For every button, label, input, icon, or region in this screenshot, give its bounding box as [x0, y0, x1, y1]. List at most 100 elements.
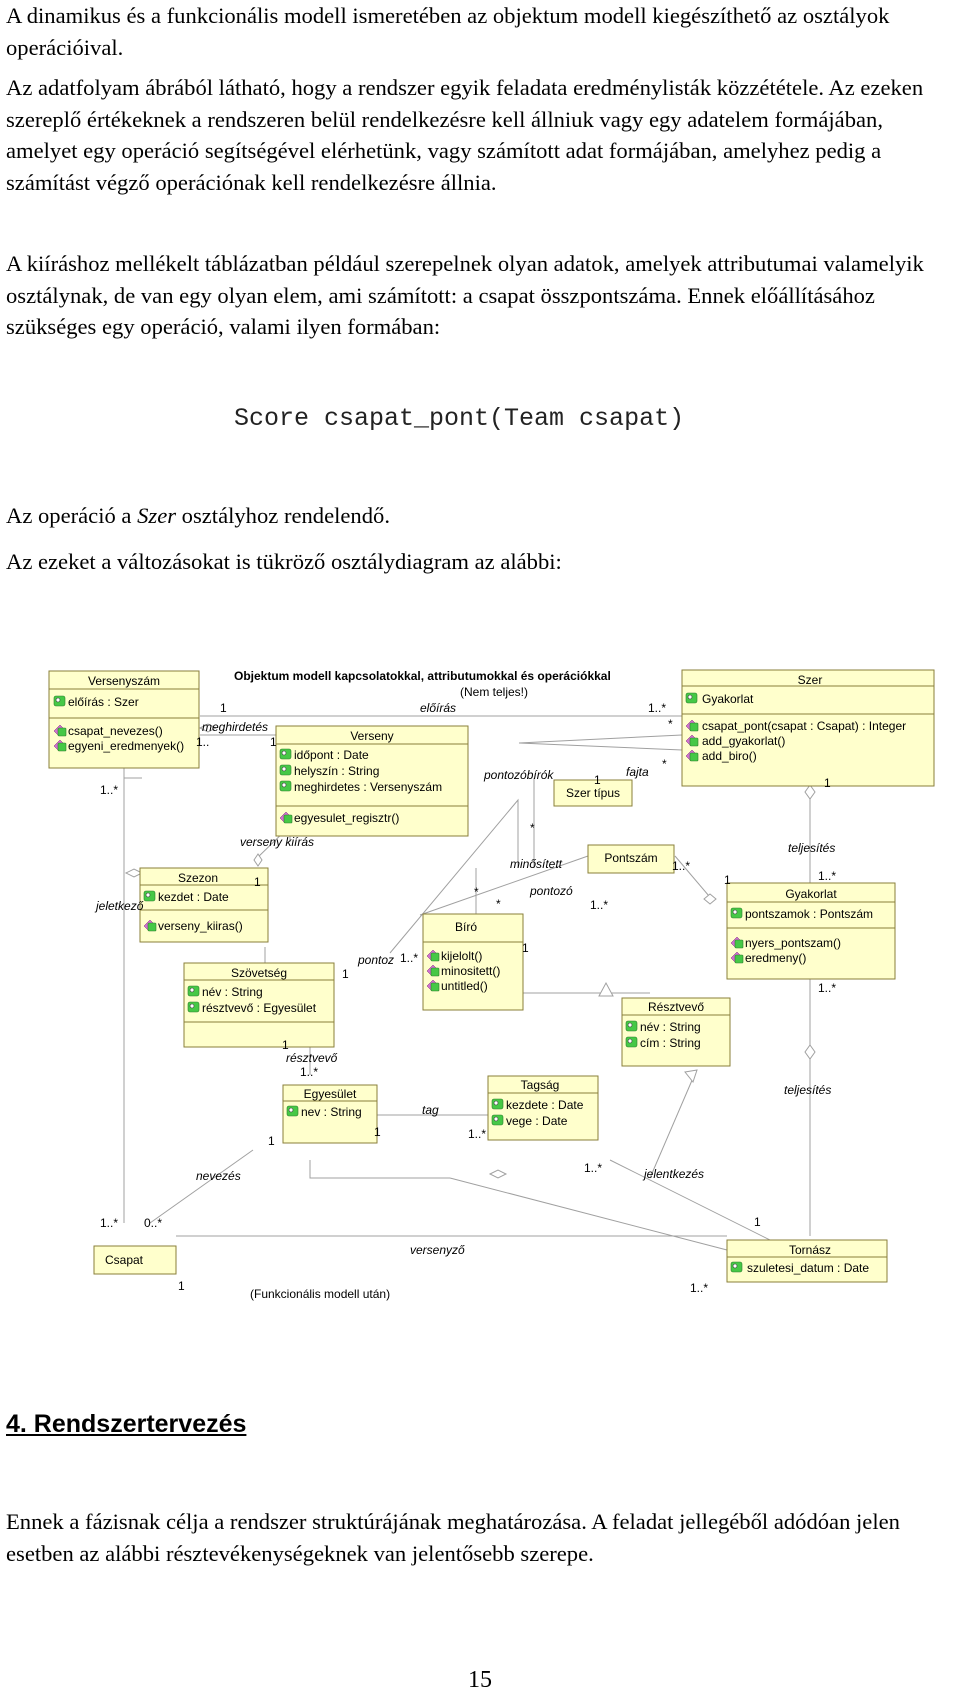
class-verseny[interactable]: Verseny időpont : Date helyszín : String…: [275, 725, 469, 837]
class-operation: nyers_pontszam(): [745, 936, 841, 950]
diagram-subtitle: (Nem teljes!): [460, 685, 528, 699]
diagram-footer: (Funkcionális modell után): [250, 1287, 390, 1301]
label-tag: tag: [422, 1103, 439, 1117]
label-teljesites-2: teljesítés: [784, 1083, 831, 1097]
label-jeletkezo: jeletkező: [94, 899, 144, 913]
multiplicity: 1..*: [584, 1161, 602, 1175]
class-attribute: időpont : Date: [294, 748, 369, 762]
multiplicity: 1..*: [818, 981, 836, 995]
multiplicity: 1..*: [590, 898, 608, 912]
class-operation: untitled(): [441, 979, 488, 993]
multiplicity: 1..*: [690, 1281, 708, 1295]
class-szer-tipus[interactable]: Szer típus: [553, 779, 633, 807]
label-nevezes: nevezés: [196, 1169, 241, 1183]
multiplicity: 1..*: [100, 783, 118, 797]
class-attribute: cím : String: [640, 1036, 701, 1050]
class-versenyszam[interactable]: Versenyszám előírás : Szer csapat_neveze…: [48, 670, 200, 769]
label-meghirdetes: meghirdetés: [202, 720, 268, 734]
multiplicity: 1..*: [100, 1216, 118, 1230]
class-operation: csapat_pont(csapat : Csapat) : Integer: [702, 719, 906, 733]
multiplicity: 1: [754, 1215, 761, 1229]
class-szezon[interactable]: Szezon kezdet : Date verseny_kiiras(): [139, 867, 269, 943]
class-resztvevo[interactable]: Résztvevő név : String cím : String: [621, 997, 731, 1067]
class-name: Bíró: [455, 920, 477, 934]
class-operation: eredmeny(): [745, 951, 806, 965]
class-szer[interactable]: Szer Gyakorlat csapat_pont(csapat : Csap…: [681, 669, 935, 787]
label-resztvevo: résztvevő: [286, 1051, 338, 1065]
class-biro[interactable]: Bíró kijelolt() minositett() untitled(): [422, 913, 524, 1011]
class-name: Versenyszám: [88, 674, 160, 688]
label-eloiras: előírás: [420, 701, 456, 715]
table-paragraph: A kiíráshoz mellékelt táblázatban példáu…: [6, 251, 924, 339]
multiplicity: 1..*: [648, 701, 666, 715]
class-operation: minositett(): [441, 964, 500, 978]
class-attribute: név : String: [640, 1020, 701, 1034]
class-szovetseg[interactable]: Szövetség név : String résztvevő : Egyes…: [183, 962, 335, 1048]
class-name: Szövetség: [231, 966, 287, 980]
class-attribute: pontszamok : Pontszám: [745, 907, 873, 921]
operation-note: Az operáció a Szer osztályhoz rendelendő…: [6, 500, 956, 532]
multiplicity: 1: [268, 1134, 275, 1148]
multiplicity: 1..*: [468, 1127, 486, 1141]
closing-paragraph: Ennek a fázisnak célja a rendszer strukt…: [6, 1509, 900, 1566]
class-operation: verseny_kiiras(): [158, 919, 243, 933]
class-attribute: résztvevő : Egyesület: [202, 1001, 317, 1015]
multiplicity: 1..*: [300, 1065, 318, 1079]
diagram-intro: Az ezeket a változásokat is tükröző oszt…: [6, 549, 562, 574]
class-attribute: helyszín : String: [294, 764, 379, 778]
class-name: Szer: [798, 673, 823, 687]
operation-note-before: Az operáció a: [6, 503, 138, 528]
class-name: Egyesület: [304, 1087, 357, 1101]
multiplicity: 1: [724, 873, 731, 887]
association-labels: előírás meghirdetés verseny kiírás jelet…: [94, 701, 835, 1301]
class-operation: csapat_nevezes(): [68, 724, 163, 738]
class-attribute: szuletesi_datum : Date: [747, 1261, 869, 1275]
class-attribute: meghirdetes : Versenyszám: [294, 780, 442, 794]
class-csapat[interactable]: Csapat: [93, 1245, 177, 1275]
multiplicity: 1: [824, 776, 831, 790]
class-tornasz[interactable]: Tornász szuletesi_datum : Date: [726, 1239, 888, 1283]
multiplicity: 1..*: [400, 951, 418, 965]
class-pontszam[interactable]: Pontszám: [587, 844, 675, 874]
label-jelentkezes: jelentkezés: [642, 1167, 704, 1181]
class-name: Résztvevő: [648, 1000, 704, 1014]
multiplicity: 1: [374, 1125, 381, 1139]
section-heading: 4. Rendszertervezés: [6, 1410, 247, 1438]
class-attribute: Gyakorlat: [702, 692, 754, 706]
class-name: Szer típus: [566, 786, 620, 800]
multiplicity: 1: [270, 735, 277, 749]
class-name: Tornász: [789, 1243, 831, 1257]
label-pontoz: pontoz: [357, 953, 394, 967]
class-operation: kijelolt(): [441, 949, 482, 963]
label-teljesites-1: teljesítés: [788, 841, 835, 855]
multiplicity: 1: [254, 875, 261, 889]
class-tagsag[interactable]: Tagság kezdete : Date vege : Date: [487, 1075, 599, 1141]
label-pontozobirok: pontozóbírók: [483, 768, 554, 782]
class-name: Tagság: [521, 1078, 560, 1092]
multiplicity: 1: [522, 941, 529, 955]
class-attribute: név : String: [202, 985, 263, 999]
class-gyakorlat[interactable]: Gyakorlat pontszamok : Pontszám nyers_po…: [726, 882, 896, 980]
class-attribute: vege : Date: [506, 1114, 568, 1128]
multiplicity: *: [530, 821, 535, 835]
multiplicity: 1: [178, 1279, 185, 1293]
class-operation: add_gyakorlat(): [702, 734, 785, 748]
class-attribute: kezdete : Date: [506, 1098, 584, 1112]
label-pontozo: pontozó: [529, 884, 573, 898]
multiplicity: 1..*: [818, 869, 836, 883]
label-minositett: minősített: [510, 857, 563, 871]
multiplicity: 1: [342, 967, 349, 981]
class-name: Verseny: [350, 729, 393, 743]
dataflow-paragraph: Az adatfolyam ábrából látható, hogy a re…: [6, 75, 924, 195]
class-operation: add_biro(): [702, 749, 757, 763]
label-verseny-kiiras: verseny kiírás: [240, 835, 314, 849]
operation-note-after: osztályhoz rendelendő.: [176, 503, 390, 528]
operation-note-class: Szer: [137, 503, 177, 528]
class-egyesulet[interactable]: Egyesület nev : String: [282, 1084, 378, 1144]
multiplicity: 1: [282, 1038, 289, 1052]
multiplicity: 0..*: [144, 1216, 162, 1230]
multiplicities: 1 1..* * 1 1.. 1..* 1 * * * * 1 1..* 1..…: [100, 701, 836, 1295]
multiplicity: *: [662, 757, 667, 771]
class-name: Gyakorlat: [785, 887, 837, 901]
